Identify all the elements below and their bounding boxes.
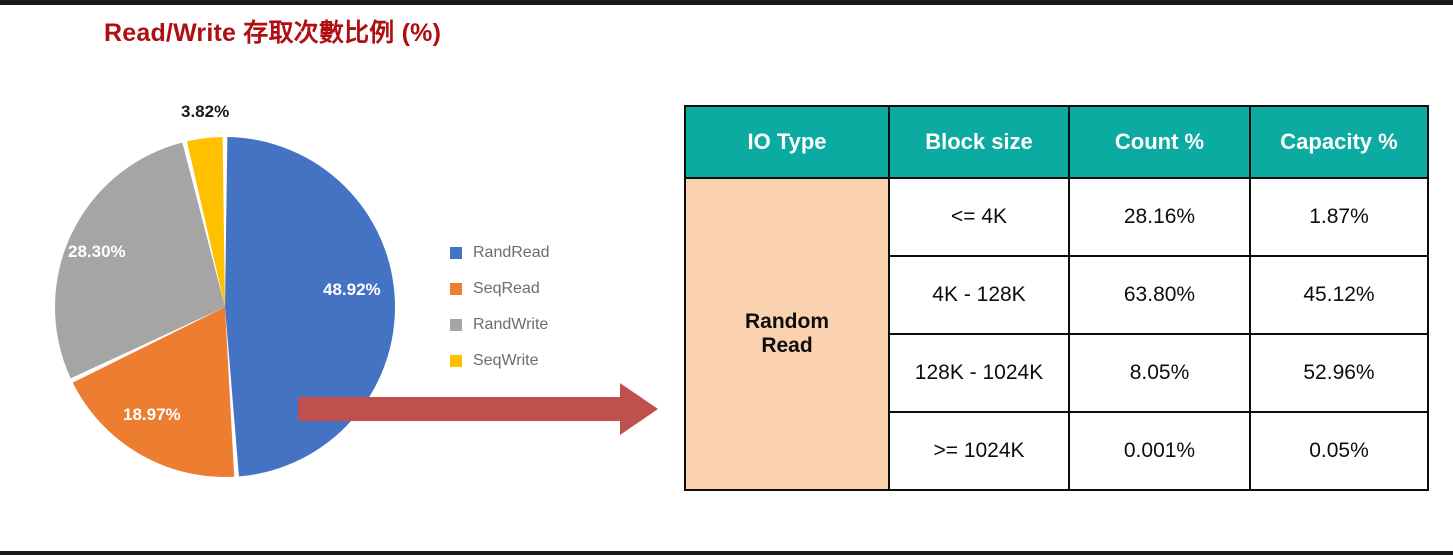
cell-count-pct: 63.80% <box>1068 255 1251 335</box>
cell-count-pct: 8.05% <box>1068 333 1251 413</box>
cell-capacity-pct: 45.12% <box>1249 255 1429 335</box>
pie-slice-randwrite[interactable] <box>54 142 226 379</box>
pie-chart-svg <box>54 137 395 477</box>
legend-item-randread[interactable]: RandRead <box>450 235 630 271</box>
right-arrow-shape <box>298 383 658 435</box>
legend-item-randwrite[interactable]: RandWrite <box>450 307 630 343</box>
legend-swatch-randread <box>450 247 462 259</box>
legend-swatch-seqwrite <box>450 355 462 367</box>
legend-swatch-randwrite <box>450 319 462 331</box>
cell-block-size: >= 1024K <box>888 411 1070 491</box>
pie-slice-seqwrite[interactable] <box>186 137 225 307</box>
pie-label-seqwrite: 3.82% <box>181 102 230 121</box>
cell-count-pct: 28.16% <box>1068 177 1251 257</box>
io-type-line2: Read <box>761 334 813 357</box>
column-header-capacity-pct[interactable]: Capacity % <box>1249 105 1429 179</box>
table-row: 4K - 128K 63.80% 45.12% <box>685 255 1429 335</box>
pie-label-seqread: 18.97% <box>123 405 181 424</box>
legend-item-seqread[interactable]: SeqRead <box>450 271 630 307</box>
pie-slice-seqread[interactable] <box>72 307 235 477</box>
pie-slice-group <box>54 137 395 477</box>
legend-label-randwrite: RandWrite <box>473 316 549 333</box>
cell-capacity-pct: 0.05% <box>1249 411 1429 491</box>
legend-label-randread: RandRead <box>473 244 550 261</box>
io-statistics-table: IO Type Block size Count % Capacity % Ra… <box>684 105 1429 491</box>
column-header-block-size[interactable]: Block size <box>888 105 1070 179</box>
io-type-line1: Random <box>745 310 829 334</box>
legend-label-seqread: SeqRead <box>473 280 540 297</box>
page-title: Read/Write 存取次數比例 (%) <box>104 19 442 47</box>
cell-block-size: 4K - 128K <box>888 255 1070 335</box>
right-arrow-icon <box>298 383 658 435</box>
cell-block-size: <= 4K <box>888 177 1070 257</box>
pie-label-randwrite: 28.30% <box>68 242 126 261</box>
legend-item-seqwrite[interactable]: SeqWrite <box>450 343 630 379</box>
column-header-count-pct[interactable]: Count % <box>1068 105 1251 179</box>
pie-label-randread: 48.92% <box>323 280 381 299</box>
io-type-cell: Random Read <box>684 177 890 491</box>
pie-slice-randread[interactable] <box>225 137 395 477</box>
cell-capacity-pct: 1.87% <box>1249 177 1429 257</box>
bottom-border-band <box>0 551 1453 555</box>
table-row: Random Read <= 4K 28.16% 1.87% <box>684 177 1429 491</box>
table-row: 128K - 1024K 8.05% 52.96% <box>685 333 1429 413</box>
table-row: >= 1024K 0.001% 0.05% <box>685 411 1429 491</box>
pie-legend: RandRead SeqRead RandWrite SeqWrite <box>450 235 630 379</box>
cell-capacity-pct: 52.96% <box>1249 333 1429 413</box>
legend-label-seqwrite: SeqWrite <box>473 352 539 369</box>
top-border-band <box>0 0 1453 5</box>
pie-chart: 3.82% 28.30% 48.92% 18.97% RandRead SeqR… <box>20 95 640 505</box>
cell-count-pct: 0.001% <box>1068 411 1251 491</box>
column-header-io-type[interactable]: IO Type <box>684 105 890 179</box>
cell-block-size: 128K - 1024K <box>888 333 1070 413</box>
legend-swatch-seqread <box>450 283 462 295</box>
table-header-row: IO Type Block size Count % Capacity % <box>684 105 1429 179</box>
